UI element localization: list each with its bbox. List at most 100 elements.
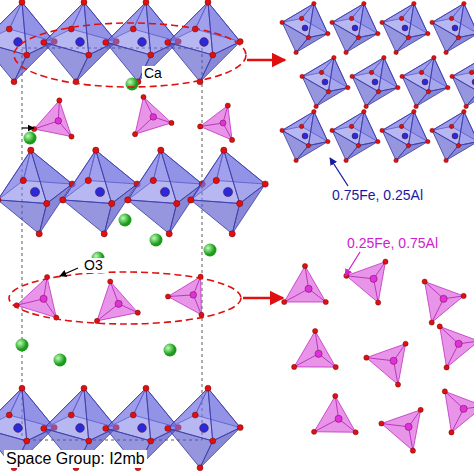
ca-atom (126, 78, 139, 91)
polyhedron-face (458, 112, 474, 146)
tetrahedron-face (17, 277, 57, 318)
oxygen-atom (376, 300, 381, 305)
fe-al-atom (370, 275, 377, 282)
oxygen-atom (81, 385, 87, 391)
oxygen-atom (306, 35, 310, 39)
oxygen-atom (326, 89, 330, 93)
fe-al-atom (372, 79, 378, 85)
oxygen-atom (109, 200, 115, 206)
oxygen-atom (429, 320, 434, 325)
oxygen-atom (6, 412, 12, 418)
polyhedron-face (378, 58, 397, 92)
polyhedron-face (432, 130, 458, 160)
fe-al-atom (115, 300, 122, 307)
oxygen-atom (379, 421, 384, 426)
oxygen-atom (403, 341, 408, 346)
tetrahedron-face (445, 391, 474, 432)
oxygen-atom (103, 425, 109, 431)
polyhedron-face (428, 58, 447, 92)
oxygen-atom (229, 231, 235, 237)
fe-al-atom (335, 415, 342, 422)
oxygen-atom (210, 52, 216, 58)
oxygen-atom (294, 158, 298, 162)
oxygen-atom (353, 430, 358, 435)
oxygen-atom (165, 294, 170, 299)
oxygen-atom (437, 324, 442, 329)
ca-atom (204, 244, 217, 257)
fe-al-atom (302, 133, 308, 139)
tetrahedron-face (366, 344, 405, 385)
polyhedron-face (346, 34, 378, 53)
oxygen-atom (197, 465, 203, 471)
oxygen-atom (456, 35, 460, 39)
fe-al-atom (460, 405, 467, 412)
oxygen-atom (346, 85, 350, 89)
tetrahedron-edge (445, 391, 464, 408)
tetrahedron-face (425, 282, 464, 323)
polyhedron-face (316, 88, 348, 107)
oxygen-atom (108, 279, 113, 284)
oxygen-atom (364, 355, 369, 360)
polyhedron-face (296, 142, 328, 161)
oxygen-atom (85, 177, 91, 183)
oxygen-atom (28, 147, 34, 153)
oxygen-atom (166, 231, 172, 237)
fe-al-atom (452, 25, 458, 31)
oxygen-atom (165, 39, 171, 45)
oxygen-atom (362, 1, 366, 5)
oxygen-atom (406, 143, 410, 147)
oxygen-atom (158, 147, 164, 153)
oxygen-atom (148, 52, 154, 58)
oxygen-atom (412, 1, 416, 5)
tetrahedron-edge (135, 117, 153, 134)
oxygen-atom (68, 412, 74, 418)
oxygen-atom (311, 429, 316, 434)
oxygen-atom (130, 412, 136, 418)
oxygen-atom (312, 1, 316, 5)
oxygen-atom (6, 26, 12, 32)
oxygen-atom (399, 16, 403, 20)
oxygen-atom (330, 128, 334, 132)
polyhedron-face (396, 142, 428, 161)
tetrahedron-edge (447, 344, 459, 368)
fe-al-atom (405, 423, 412, 430)
oxygen-atom (229, 137, 234, 142)
oxygen-atom (344, 158, 348, 162)
oxygen-atom (406, 35, 410, 39)
oxygen-atom (282, 299, 287, 304)
fe-al-atom (76, 424, 85, 433)
fe-al-atom (40, 295, 47, 302)
red-arrow (247, 59, 285, 62)
ca-atom (54, 354, 67, 367)
oxygen-atom (426, 89, 430, 93)
oxygen-atom (299, 124, 303, 128)
oxygen-atom (314, 104, 318, 108)
oxygen-atom (376, 89, 380, 93)
tetrahedron-edge (366, 358, 393, 361)
tetrahedron-edge (284, 289, 308, 302)
oxygen-atom (135, 310, 140, 315)
fe-al-atom (305, 285, 312, 292)
fe-al-atom (14, 38, 23, 47)
oxygen-atom (24, 52, 30, 58)
oxygen-atom (422, 279, 427, 284)
unit-cell (22, 48, 202, 440)
tetrahedron-edge (168, 295, 193, 297)
fe-al-atom (200, 424, 209, 433)
tetrahedron-edge (314, 419, 339, 432)
oxygen-atom (410, 448, 415, 453)
polyhedron-face (224, 150, 265, 203)
oxygen-atom (395, 382, 400, 387)
polyhedron-face (208, 388, 240, 441)
oxygen-atom (396, 85, 400, 89)
polyhedron-face (128, 200, 177, 234)
oxygen-atom (418, 407, 423, 412)
polyhedron-face (0, 200, 47, 234)
oxygen-atom (300, 74, 304, 78)
polyhedron-face (308, 4, 327, 38)
oxygen-atom (312, 109, 316, 113)
fe-al-atom (422, 79, 428, 85)
polyhedron-face (208, 2, 240, 55)
oxygen-atom (362, 109, 366, 113)
oxygen-atom (150, 177, 156, 183)
